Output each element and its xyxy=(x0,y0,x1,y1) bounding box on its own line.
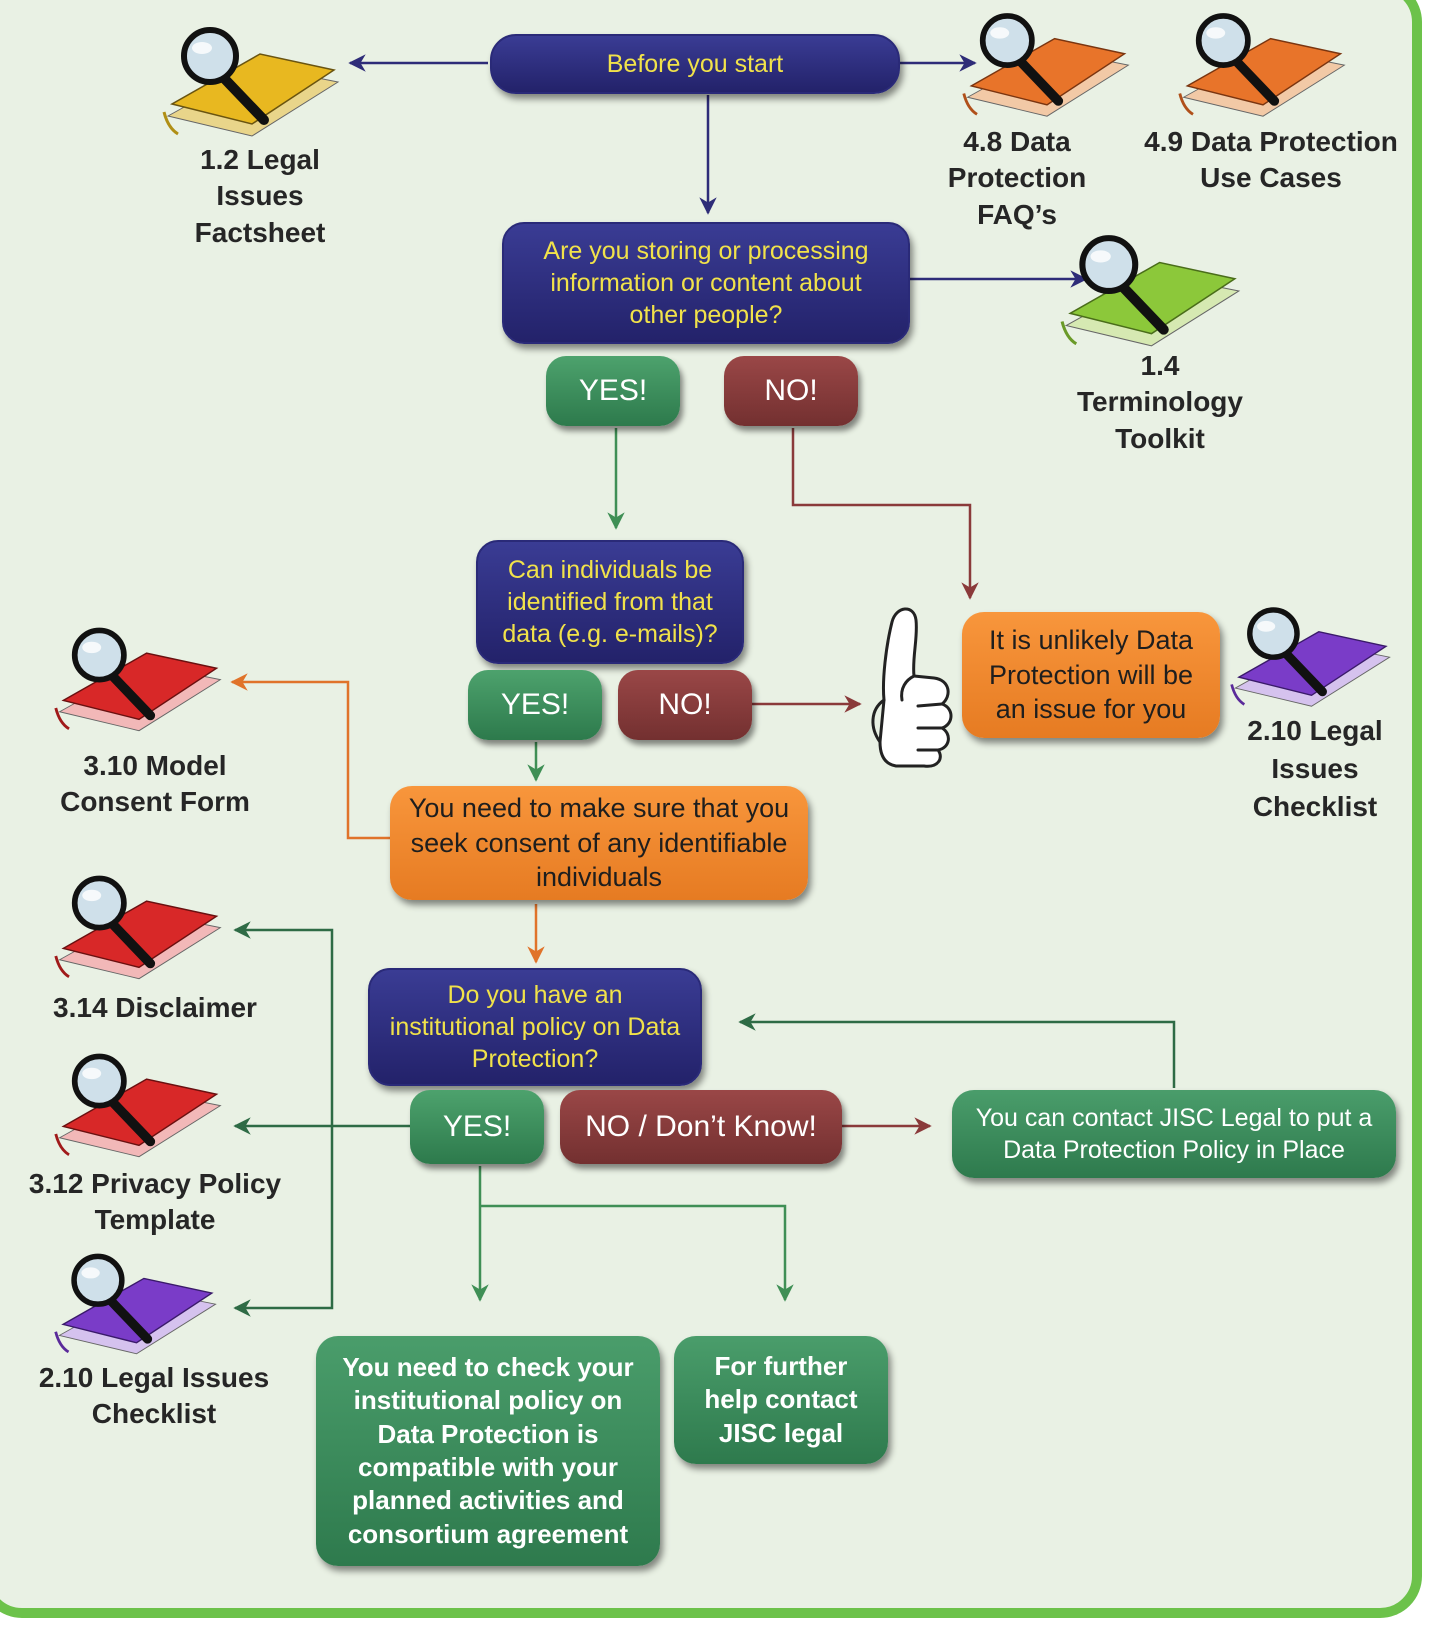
arrow-consent-to-model-form xyxy=(230,673,390,840)
q3-no-dont-know-button[interactable]: NO / Don’t Know! xyxy=(560,1090,842,1164)
disclaimer-label[interactable]: 3.14 Disclaimer xyxy=(53,992,257,1023)
unlikely-issue-box: It is unlikely Data Protection will be a… xyxy=(962,612,1220,738)
legal-issues-checklist-left-label[interactable]: 2.10 Legal Issues Checklist xyxy=(38,1362,270,1430)
arrow-q1-no-to-unlikely xyxy=(791,428,979,600)
contact-jisc-policy-box: You can contact JISC Legal to put a Data… xyxy=(952,1090,1396,1178)
seek-consent-box: You need to make sure that you seek cons… xyxy=(390,786,808,900)
model-consent-form-label[interactable]: 3.10 Model Consent Form xyxy=(60,750,250,818)
question-policy-text: Do you have an institutional policy on D… xyxy=(389,981,681,1073)
q2-no-label: NO! xyxy=(658,687,712,721)
arrow-contact-to-q3 xyxy=(738,1013,1176,1088)
book-magnifier-icon[interactable] xyxy=(160,24,345,144)
q1-yes-label: YES! xyxy=(578,373,648,407)
q3-yes-label: YES! xyxy=(442,1109,512,1143)
question-storing-data-box: Are you storing or processing informatio… xyxy=(502,222,910,344)
seek-consent-text: You need to make sure that you seek cons… xyxy=(408,793,790,893)
question-identify-box: Can individuals be identified from that … xyxy=(476,540,744,664)
further-help-box: For further help contact JISC legal xyxy=(674,1336,888,1464)
check-policy-box: You need to check your institutional pol… xyxy=(316,1336,660,1566)
book-magnifier-icon[interactable] xyxy=(960,8,1135,126)
book-magnifier-icon[interactable] xyxy=(52,1250,222,1362)
arrow-q3-yes-to-checklist xyxy=(233,1126,334,1317)
question-storing-data-text: Are you storing or processing informatio… xyxy=(543,237,869,329)
book-magnifier-icon[interactable] xyxy=(52,624,227,739)
q2-no-button[interactable]: NO! xyxy=(618,670,752,740)
book-magnifier-icon[interactable] xyxy=(52,1050,227,1165)
q1-no-label: NO! xyxy=(764,373,818,407)
start-box: Before you start xyxy=(490,34,900,94)
question-policy-box: Do you have an institutional policy on D… xyxy=(368,968,702,1086)
arrow-q3-yes-to-further-help xyxy=(480,1204,794,1302)
book-magnifier-icon[interactable] xyxy=(1176,8,1351,126)
q1-no-button[interactable]: NO! xyxy=(724,356,858,426)
check-policy-text: You need to check your institutional pol… xyxy=(342,1352,634,1549)
question-identify-text: Can individuals be identified from that … xyxy=(502,556,718,648)
contact-jisc-policy-text: You can contact JISC Legal to put a Data… xyxy=(975,1104,1373,1164)
terminology-toolkit-label[interactable]: 1.4 Terminology Toolkit xyxy=(1077,350,1243,454)
q3-yes-button[interactable]: YES! xyxy=(410,1090,544,1164)
further-help-text: For further help contact JISC legal xyxy=(704,1351,858,1448)
q1-yes-button[interactable]: YES! xyxy=(546,356,680,426)
book-magnifier-icon[interactable] xyxy=(52,872,227,987)
unlikely-issue-text: It is unlikely Data Protection will be a… xyxy=(988,625,1194,725)
q2-yes-label: YES! xyxy=(500,687,570,721)
start-text: Before you start xyxy=(606,50,784,78)
book-magnifier-icon[interactable] xyxy=(1228,604,1396,714)
q3-no-dont-know-label: NO / Don’t Know! xyxy=(585,1109,817,1143)
thumbs-up-icon xyxy=(871,607,953,768)
dp-faqs-label[interactable]: 4.8 Data Protection FAQ’s xyxy=(947,126,1087,230)
book-magnifier-icon[interactable] xyxy=(1058,232,1246,354)
legal-issues-factsheet-label[interactable]: 1.2 Legal Issues Factsheet xyxy=(194,144,326,248)
dp-use-cases-label[interactable]: 4.9 Data Protection Use Cases xyxy=(1144,126,1398,194)
q2-yes-button[interactable]: YES! xyxy=(468,670,602,740)
privacy-policy-template-label[interactable]: 3.12 Privacy Policy Template xyxy=(28,1168,282,1236)
legal-issues-checklist-right-label[interactable]: 2.10 Legal Issues Checklist xyxy=(1247,715,1383,822)
arrow-q3-yes-to-disclaimer xyxy=(233,921,410,1128)
